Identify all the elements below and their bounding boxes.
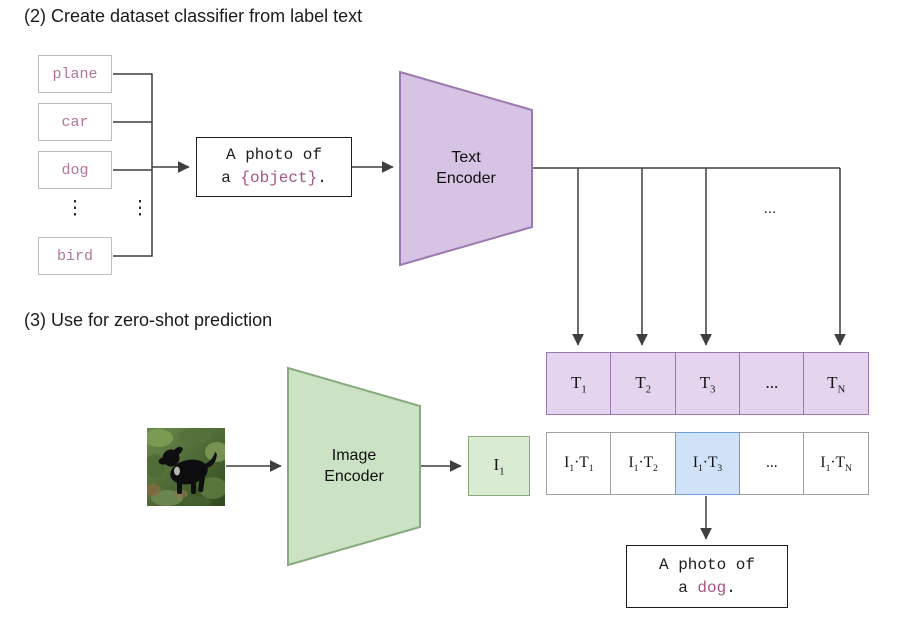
dog-chest-patch: [174, 466, 180, 476]
similarity-cell-i1t3-highlighted: I1·T3: [674, 432, 741, 495]
text-encoder-label-line1: Text: [451, 149, 481, 166]
text-encoder-label-line2: Encoder: [436, 170, 496, 187]
label-plane-text: plane: [52, 65, 98, 83]
label-box-dog: dog: [38, 151, 112, 189]
label-dog-text: dog: [61, 161, 89, 179]
sim5-a-sub: 1: [825, 463, 831, 475]
similarity-cell-i1tn: I1·TN: [803, 432, 870, 495]
prompt-line2-suffix: .: [317, 169, 327, 187]
text-encoder-label: Text Encoder: [436, 147, 496, 189]
label-bird-text: bird: [56, 247, 93, 265]
output-line2-prefix: a: [678, 578, 698, 597]
t-cell-2-base: T: [635, 373, 646, 392]
image-encoder-label: Image Encoder: [324, 445, 384, 487]
t-cell-ellipsis: ...: [738, 352, 805, 415]
t-cell-3-base: T: [699, 373, 711, 392]
sim5-a: I: [820, 454, 826, 471]
image-encoder-shape: [287, 366, 421, 567]
t-cell-ellipsis-text: ...: [765, 373, 779, 392]
t-cell-2: T2: [610, 352, 677, 415]
foliage: [145, 428, 229, 508]
prompt-line1: A photo of: [225, 146, 322, 164]
output-line1: A photo of: [658, 555, 755, 574]
text-embedding-row: T1 T2 T3 ... TN: [546, 352, 870, 415]
text-encoder-shape: [399, 70, 533, 267]
t-cell-n: TN: [803, 352, 870, 415]
t-cell-1-sub: 1: [581, 384, 587, 396]
t-cell-n-sub: N: [837, 384, 846, 396]
labels-vertical-ellipsis: ⋮: [65, 198, 85, 219]
t-cell-3: T3: [674, 352, 741, 415]
sim3-a-sub: 1: [697, 463, 703, 475]
output-line2: a dog.: [678, 577, 736, 600]
label-box-bird: bird: [38, 237, 112, 275]
similarity-row: I1·T1 I1·T2 I1·T3 ... I1·TN: [546, 432, 870, 495]
image-encoder-label-line1: Image: [331, 447, 377, 464]
sim1-b-sub: 1: [588, 463, 594, 475]
sim3-b: T: [707, 454, 718, 471]
i-cell-sub: 1: [499, 466, 505, 478]
prompt-object-placeholder: {object}: [240, 169, 318, 187]
sim5-b: T: [835, 454, 845, 471]
similarity-cell-i1t1: I1·T1: [546, 432, 612, 495]
prediction-output-box: A photo of a dog.: [626, 545, 788, 608]
sim5-dot: ·: [830, 454, 836, 471]
t-cell-1: T1: [546, 352, 612, 415]
columns-ellipsis: ...: [763, 200, 777, 217]
dog-photo: [145, 428, 229, 508]
t-cell-2-sub: 2: [645, 384, 652, 396]
sim3-dot: ·: [702, 454, 708, 471]
section2-title: (2) Create dataset classifier from label…: [24, 6, 363, 26]
output-line2-suffix: .: [726, 578, 736, 597]
prompt-template-box: A photo of a {object}.: [196, 137, 352, 197]
section3-title: (3) Use for zero-shot prediction: [24, 310, 273, 330]
input-image-dog: [145, 428, 229, 508]
bracket-vertical-ellipsis: ⋮: [130, 198, 150, 219]
sim1-a: I: [564, 454, 570, 471]
t-cell-n-base: T: [827, 373, 838, 392]
sim5-b-sub: N: [845, 463, 852, 475]
sim4-a: ...: [766, 454, 778, 471]
sim3-a: I: [692, 454, 698, 471]
image-encoder-label-line2: Encoder: [324, 468, 384, 485]
sim1-b: T: [579, 454, 589, 471]
t-cell-1-base: T: [571, 373, 582, 392]
i-cell-base: I: [493, 455, 500, 474]
label-box-car: car: [38, 103, 112, 141]
output-predicted-class: dog: [697, 578, 727, 597]
sim2-dot: ·: [638, 454, 644, 471]
sim2-a: I: [628, 454, 634, 471]
sim2-b-sub: 2: [653, 463, 658, 475]
t-cell-3-sub: 3: [710, 384, 716, 396]
similarity-cell-i1t2: I1·T2: [610, 432, 677, 495]
sim2-a-sub: 1: [633, 463, 639, 475]
label-box-plane: plane: [38, 55, 112, 93]
prompt-line2: a {object}.: [221, 167, 327, 190]
prompt-line2-prefix: a: [221, 169, 241, 187]
label-car-text: car: [61, 113, 89, 131]
sim1-a-sub: 1: [569, 463, 575, 475]
sim3-b-sub: 3: [717, 463, 723, 475]
sim1-dot: ·: [574, 454, 580, 471]
similarity-cell-ellipsis: ...: [738, 432, 805, 495]
dog-silhouette: [158, 446, 217, 494]
sim2-b: T: [643, 454, 654, 471]
image-embedding-cell: I1: [468, 436, 530, 496]
